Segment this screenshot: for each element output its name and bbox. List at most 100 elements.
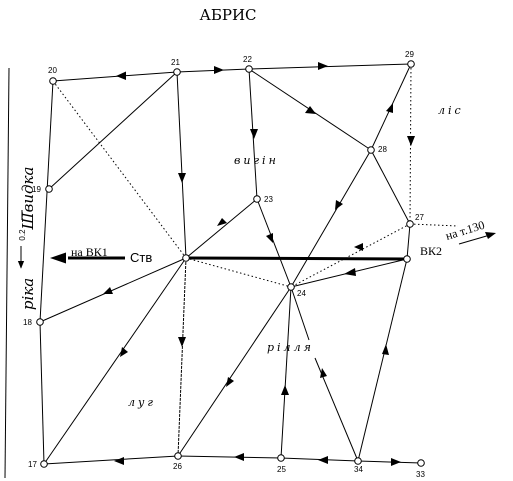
node-label-19: 19 [32,185,41,194]
arrow-stv-23 [217,218,227,226]
arrow-22-29 [318,62,328,70]
arrow-stv-26 [178,337,186,347]
to-t130-label: на т.130 [444,218,486,243]
arrow-21-22 [214,66,224,74]
node-label-24: 24 [297,289,306,298]
arrow-34-24 [320,368,327,378]
node-label-28: 28 [378,145,387,154]
edge-23-24 [256,198,292,288]
dotted-stv-24 [185,257,292,288]
edge-26-25 [177,455,282,459]
node-22 [245,65,253,73]
edge-22-29 [248,63,412,70]
node-labels: 20 21 22 29 19 28 23 27 24 18 17 26 25 3… [23,50,425,479]
arrow-34-vk2 [382,344,389,355]
edge-vk2-34 [357,258,408,462]
node-label-25: 25 [277,465,286,474]
arrow-22-28 [305,106,316,114]
edge-17-26 [43,455,179,465]
node-label-23: 23 [264,195,273,204]
edge-stv-26 [177,257,187,457]
arrow-24-vk2 [344,268,356,276]
edge-28-24 [290,149,372,288]
node-17 [40,460,48,468]
edge-stv-18 [39,257,187,323]
arrow-27-24 [354,243,363,251]
node-18 [36,318,44,326]
edge-21-22 [176,68,250,73]
node-label-26: 26 [173,462,182,471]
arrow-34-25 [318,456,328,464]
edge-21-stv [176,71,187,259]
node-label-29: 29 [405,50,414,59]
arrow-21-20 [116,71,126,80]
dotted-27-t130 [409,223,459,227]
page-title: АБРИС [199,6,256,24]
stv-label: Ств [130,250,152,265]
edge-24-26 [177,286,292,457]
arrow-22-23 [250,129,258,139]
river-name-b: Швидка [19,167,37,231]
area-forest: ліс [438,104,464,117]
node-label-21: 21 [171,58,180,67]
edges [39,63,422,465]
node-21 [173,68,181,76]
edge-24-field-a [290,286,310,341]
node-vk2 [403,255,411,263]
edge-24-25 [280,286,292,459]
node-label-22: 22 [243,55,252,64]
arrow-25-26 [234,453,244,461]
edge-23-stv [185,198,258,259]
vk1-direction-arrow [50,252,66,264]
area-meadow: луг [128,396,156,409]
node-stv [182,254,190,262]
node-20 [49,77,57,85]
node-label-18: 18 [23,318,32,327]
arrow-34-33 [391,458,401,466]
node-19 [45,185,53,193]
edge-18-17 [39,321,45,465]
node-label-27: 27 [415,213,424,222]
arrow-24-26 [226,377,234,387]
node-34 [354,457,362,465]
edge-21-20 [52,71,178,82]
edge-21-19 [48,71,178,190]
arrow-29-27 [407,136,415,146]
node-label-20: 20 [48,66,57,75]
edge-20-18 [39,80,54,323]
node-27 [406,220,414,228]
arrow-stv-18 [103,287,113,294]
dotted-27-24 [290,223,411,288]
nodes [36,60,425,468]
node-26 [174,452,182,460]
area-clearing: вигін [234,154,279,167]
node-25 [277,454,285,462]
to-vk1-label: на ВК1 [71,245,108,259]
node-33 [417,459,425,467]
area-field: рілля [267,341,314,354]
node-label-33: 33 [416,470,425,479]
edge-34-33 [357,460,422,464]
node-label-34: 34 [354,465,363,474]
river-name-a: ріка [19,278,37,310]
node-29 [407,60,415,68]
arrow-26-17 [114,457,124,465]
edge-28-27 [370,149,411,225]
arrow-24-28 [335,200,343,210]
t130-direction-arrow [485,232,496,239]
arrow-21-stv [178,173,186,183]
dotted-20-stv [52,80,187,259]
arrow-23-24 [266,233,273,243]
river-scale: 0.2 [18,229,27,241]
arrow-28-29 [386,103,393,113]
node-24 [287,283,295,291]
edge-stv-17 [43,257,187,465]
river-bank-line [4,67,10,479]
vk2-label: ВК2 [420,244,442,258]
base-line [185,256,408,261]
node-label-17: 17 [28,460,37,469]
node-28 [367,146,375,154]
t130-direction-line [458,234,491,245]
edge-27-vk2 [406,223,411,260]
